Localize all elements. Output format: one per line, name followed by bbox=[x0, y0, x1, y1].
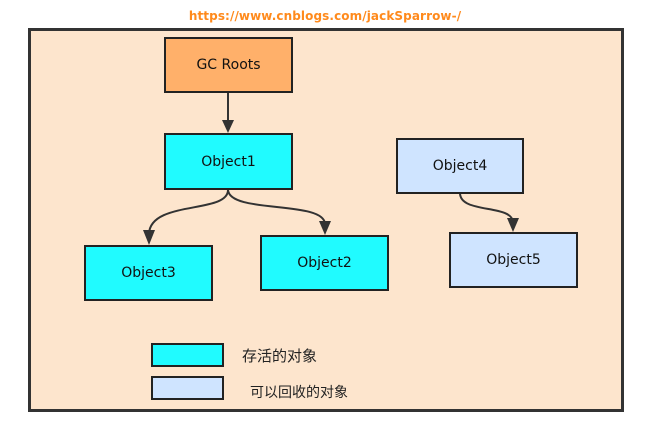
legend-live-swatch bbox=[151, 343, 224, 367]
legend-collectable-label: 可以回收的对象 bbox=[250, 385, 348, 401]
node-object2: Object2 bbox=[260, 235, 389, 291]
node-object4: Object4 bbox=[396, 138, 524, 194]
legend-live-label: 存活的对象 bbox=[242, 347, 318, 365]
node-object1-label: Object1 bbox=[201, 153, 256, 170]
arrow-object4-object5 bbox=[507, 218, 519, 232]
edge-object4-object5 bbox=[459, 192, 514, 223]
arrow-gcroots-object1 bbox=[222, 120, 234, 133]
node-object2-label: Object2 bbox=[297, 255, 352, 271]
watermark-url: https://www.cnblogs.com/jackSparrow-/ bbox=[188, 9, 462, 23]
node-gc-roots: GC Roots bbox=[164, 37, 293, 93]
node-object5-label: Object5 bbox=[486, 252, 541, 268]
node-gc-roots-label: GC Roots bbox=[196, 57, 261, 73]
node-object3-label: Object3 bbox=[121, 265, 176, 281]
node-object5: Object5 bbox=[449, 232, 578, 288]
node-object3: Object3 bbox=[84, 245, 213, 301]
legend-collectable-swatch bbox=[151, 376, 224, 400]
edge-object1-object3 bbox=[148, 189, 229, 235]
node-object4-label: Object4 bbox=[432, 158, 488, 174]
diagram-canvas bbox=[28, 28, 624, 412]
edge-object1-object2 bbox=[227, 189, 326, 225]
arrow-object1-object3 bbox=[143, 230, 155, 245]
node-object1: Object1 bbox=[164, 133, 293, 190]
arrow-object1-object2 bbox=[319, 221, 331, 235]
